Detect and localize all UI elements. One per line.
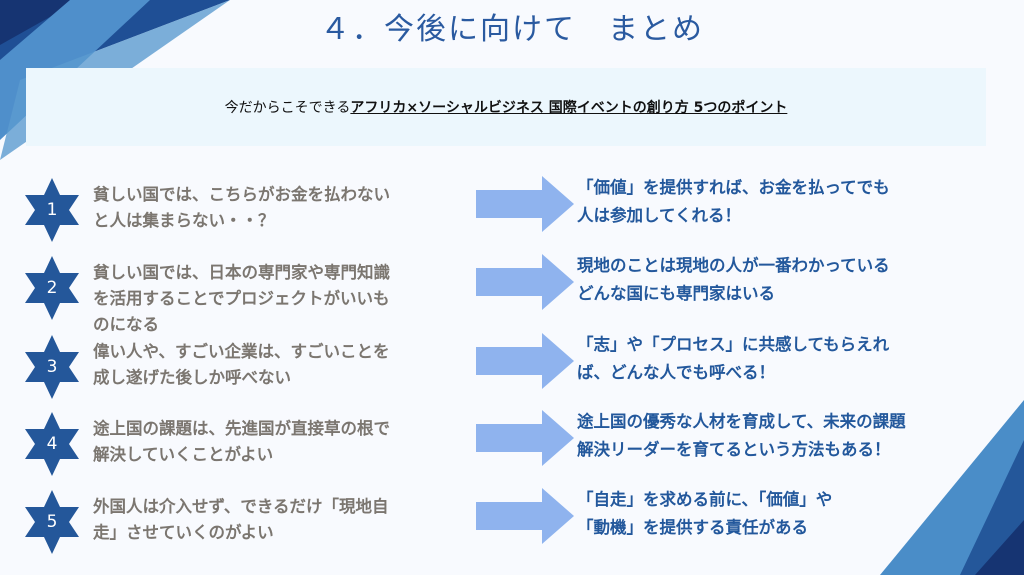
before-line: 貧しい国では、日本の専門家や専門知識	[93, 263, 390, 282]
star-icon	[25, 256, 79, 320]
number-badge: 2	[25, 256, 79, 320]
after-line: 解決リーダーを育てるという方法もある！	[577, 440, 891, 459]
number-badge: 5	[25, 490, 79, 554]
after-line: 「動機」を提供する責任がある	[577, 518, 808, 537]
before-line: 解決していくことがよい	[93, 445, 274, 464]
badge-number: 3	[46, 357, 58, 377]
after-line: ば、どんな人でも呼べる！	[577, 363, 775, 382]
after-line: 人は参加してくれる！	[577, 206, 742, 225]
before-line: 偉い人や、すごい企業は、すごいことを	[93, 342, 390, 361]
before-line: と人は集まらない・・？	[93, 211, 275, 230]
star-icon	[25, 412, 79, 476]
badge-number: 5	[46, 512, 58, 532]
insight-text: 「価値」を提供すれば、お金を払ってでも人は参加してくれる！	[577, 174, 997, 230]
after-line: どんな国にも専門家はいる	[577, 284, 775, 303]
subtitle-banner: 今だからこそできるアフリカ×ソーシャルビジネス 国際イベントの創り方 5つのポイ…	[26, 68, 986, 146]
arrow-right-icon	[476, 488, 574, 544]
number-badge: 1	[25, 178, 79, 242]
before-line: のになる	[93, 315, 159, 334]
number-badge: 4	[25, 412, 79, 476]
current-belief-text: 途上国の課題は、先進国が直接草の根で解決していくことがよい	[93, 416, 463, 468]
current-belief-text: 貧しい国では、こちらがお金を払わないと人は集まらない・・？	[93, 182, 463, 234]
before-line: 貧しい国では、こちらがお金を払わない	[93, 185, 390, 204]
current-belief-text: 貧しい国では、日本の専門家や専門知識を活用することでプロジェクトがいいものになる	[93, 260, 463, 338]
before-line: 途上国の課題は、先進国が直接草の根で	[93, 419, 390, 438]
before-line: 外国人は介入せず、できるだけ「現地自	[93, 497, 389, 516]
page-title: ４．今後に向けて まとめ	[320, 12, 704, 47]
after-line: 「価値」を提供すれば、お金を払ってでも	[577, 178, 890, 197]
star-icon	[25, 335, 79, 399]
arrow-right-icon	[476, 333, 574, 389]
badge-number: 4	[46, 434, 58, 454]
arrow-right-icon	[476, 254, 574, 310]
before-line: 走」させていくのがよい	[93, 523, 274, 542]
before-line: を活用することでプロジェクトがいいも	[93, 289, 390, 308]
arrow-right-icon	[476, 176, 574, 232]
after-line: 「志」や「プロセス」に共感してもらえれ	[577, 335, 890, 354]
badge-number: 1	[46, 200, 58, 220]
after-line: 現地のことは現地の人が一番わかっている	[577, 256, 890, 275]
after-line: 「自走」を求める前に、「価値」や	[577, 490, 833, 509]
number-badge: 3	[25, 335, 79, 399]
banner-prefix: 今だからこそできる	[224, 100, 351, 116]
arrow-right-icon	[476, 410, 574, 466]
badge-number: 2	[46, 278, 58, 298]
insight-text: 「自走」を求める前に、「価値」や「動機」を提供する責任がある	[577, 486, 997, 542]
current-belief-text: 外国人は介入せず、できるだけ「現地自走」させていくのがよい	[93, 494, 463, 546]
star-icon	[25, 490, 79, 554]
insight-text: 「志」や「プロセス」に共感してもらえれば、どんな人でも呼べる！	[577, 331, 997, 387]
after-line: 途上国の優秀な人材を育成して、未来の課題	[577, 412, 906, 431]
before-line: 成し遂げた後しか呼べない	[93, 368, 291, 387]
insight-text: 現地のことは現地の人が一番わかっているどんな国にも専門家はいる	[577, 252, 997, 308]
current-belief-text: 偉い人や、すごい企業は、すごいことを成し遂げた後しか呼べない	[93, 339, 463, 391]
star-icon	[25, 178, 79, 242]
banner-emphasis: アフリカ×ソーシャルビジネス 国際イベントの創り方 5つのポイント	[350, 100, 788, 116]
insight-text: 途上国の優秀な人材を育成して、未来の課題解決リーダーを育てるという方法もある！	[577, 408, 997, 464]
